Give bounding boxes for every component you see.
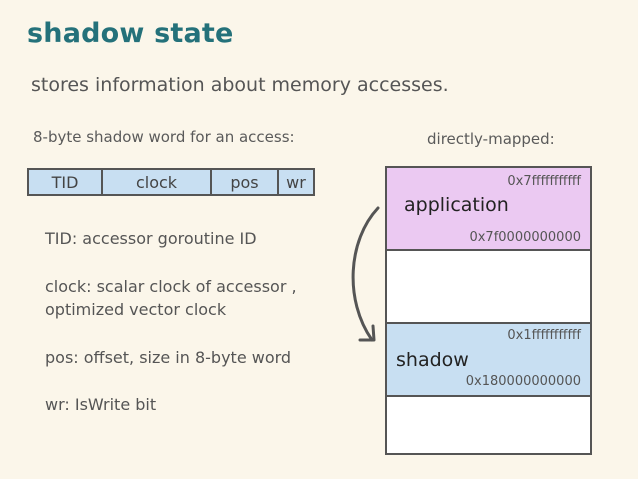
shadow-word-caption: 8-byte shadow word for an access: [33,128,295,146]
shadow-word-field-pos: pos [212,170,279,194]
clock-description-line2: optimized vector clock [45,300,227,319]
application-addr-high: 0x7fffffffffff [507,174,581,189]
slide-title: shadow state [27,18,234,49]
shadow-region: 0x1fffffffffff shadow 0x180000000000 [387,324,590,397]
application-label: application [404,194,509,216]
clock-description-line1: clock: scalar clock of accessor , [45,277,297,296]
shadow-word-field-tid: TID [29,170,103,194]
shadow-addr-low: 0x180000000000 [465,374,581,389]
shadow-word-field-wr: wr [286,172,306,192]
shadow-word-table: TID clock pos wr [27,168,315,196]
unmapped-gap-region [387,251,590,324]
lower-region [387,397,590,453]
wr-description: wr: IsWrite bit [45,395,157,414]
mapping-arrow-icon [351,206,380,342]
shadow-label: shadow [396,349,469,371]
application-region: 0x7fffffffffff application 0x7f000000000… [387,168,590,251]
memory-map-caption: directly-mapped: [427,130,555,148]
tid-description: TID: accessor goroutine ID [45,229,257,248]
shadow-addr-high: 0x1fffffffffff [507,328,581,343]
slide-subtitle: stores information about memory accesses… [31,74,449,96]
application-addr-low: 0x7f0000000000 [469,230,581,245]
memory-map: 0x7fffffffffff application 0x7f000000000… [385,166,592,455]
shadow-word-field-clock: clock [103,170,212,194]
pos-description: pos: offset, size in 8-byte word [45,348,292,367]
